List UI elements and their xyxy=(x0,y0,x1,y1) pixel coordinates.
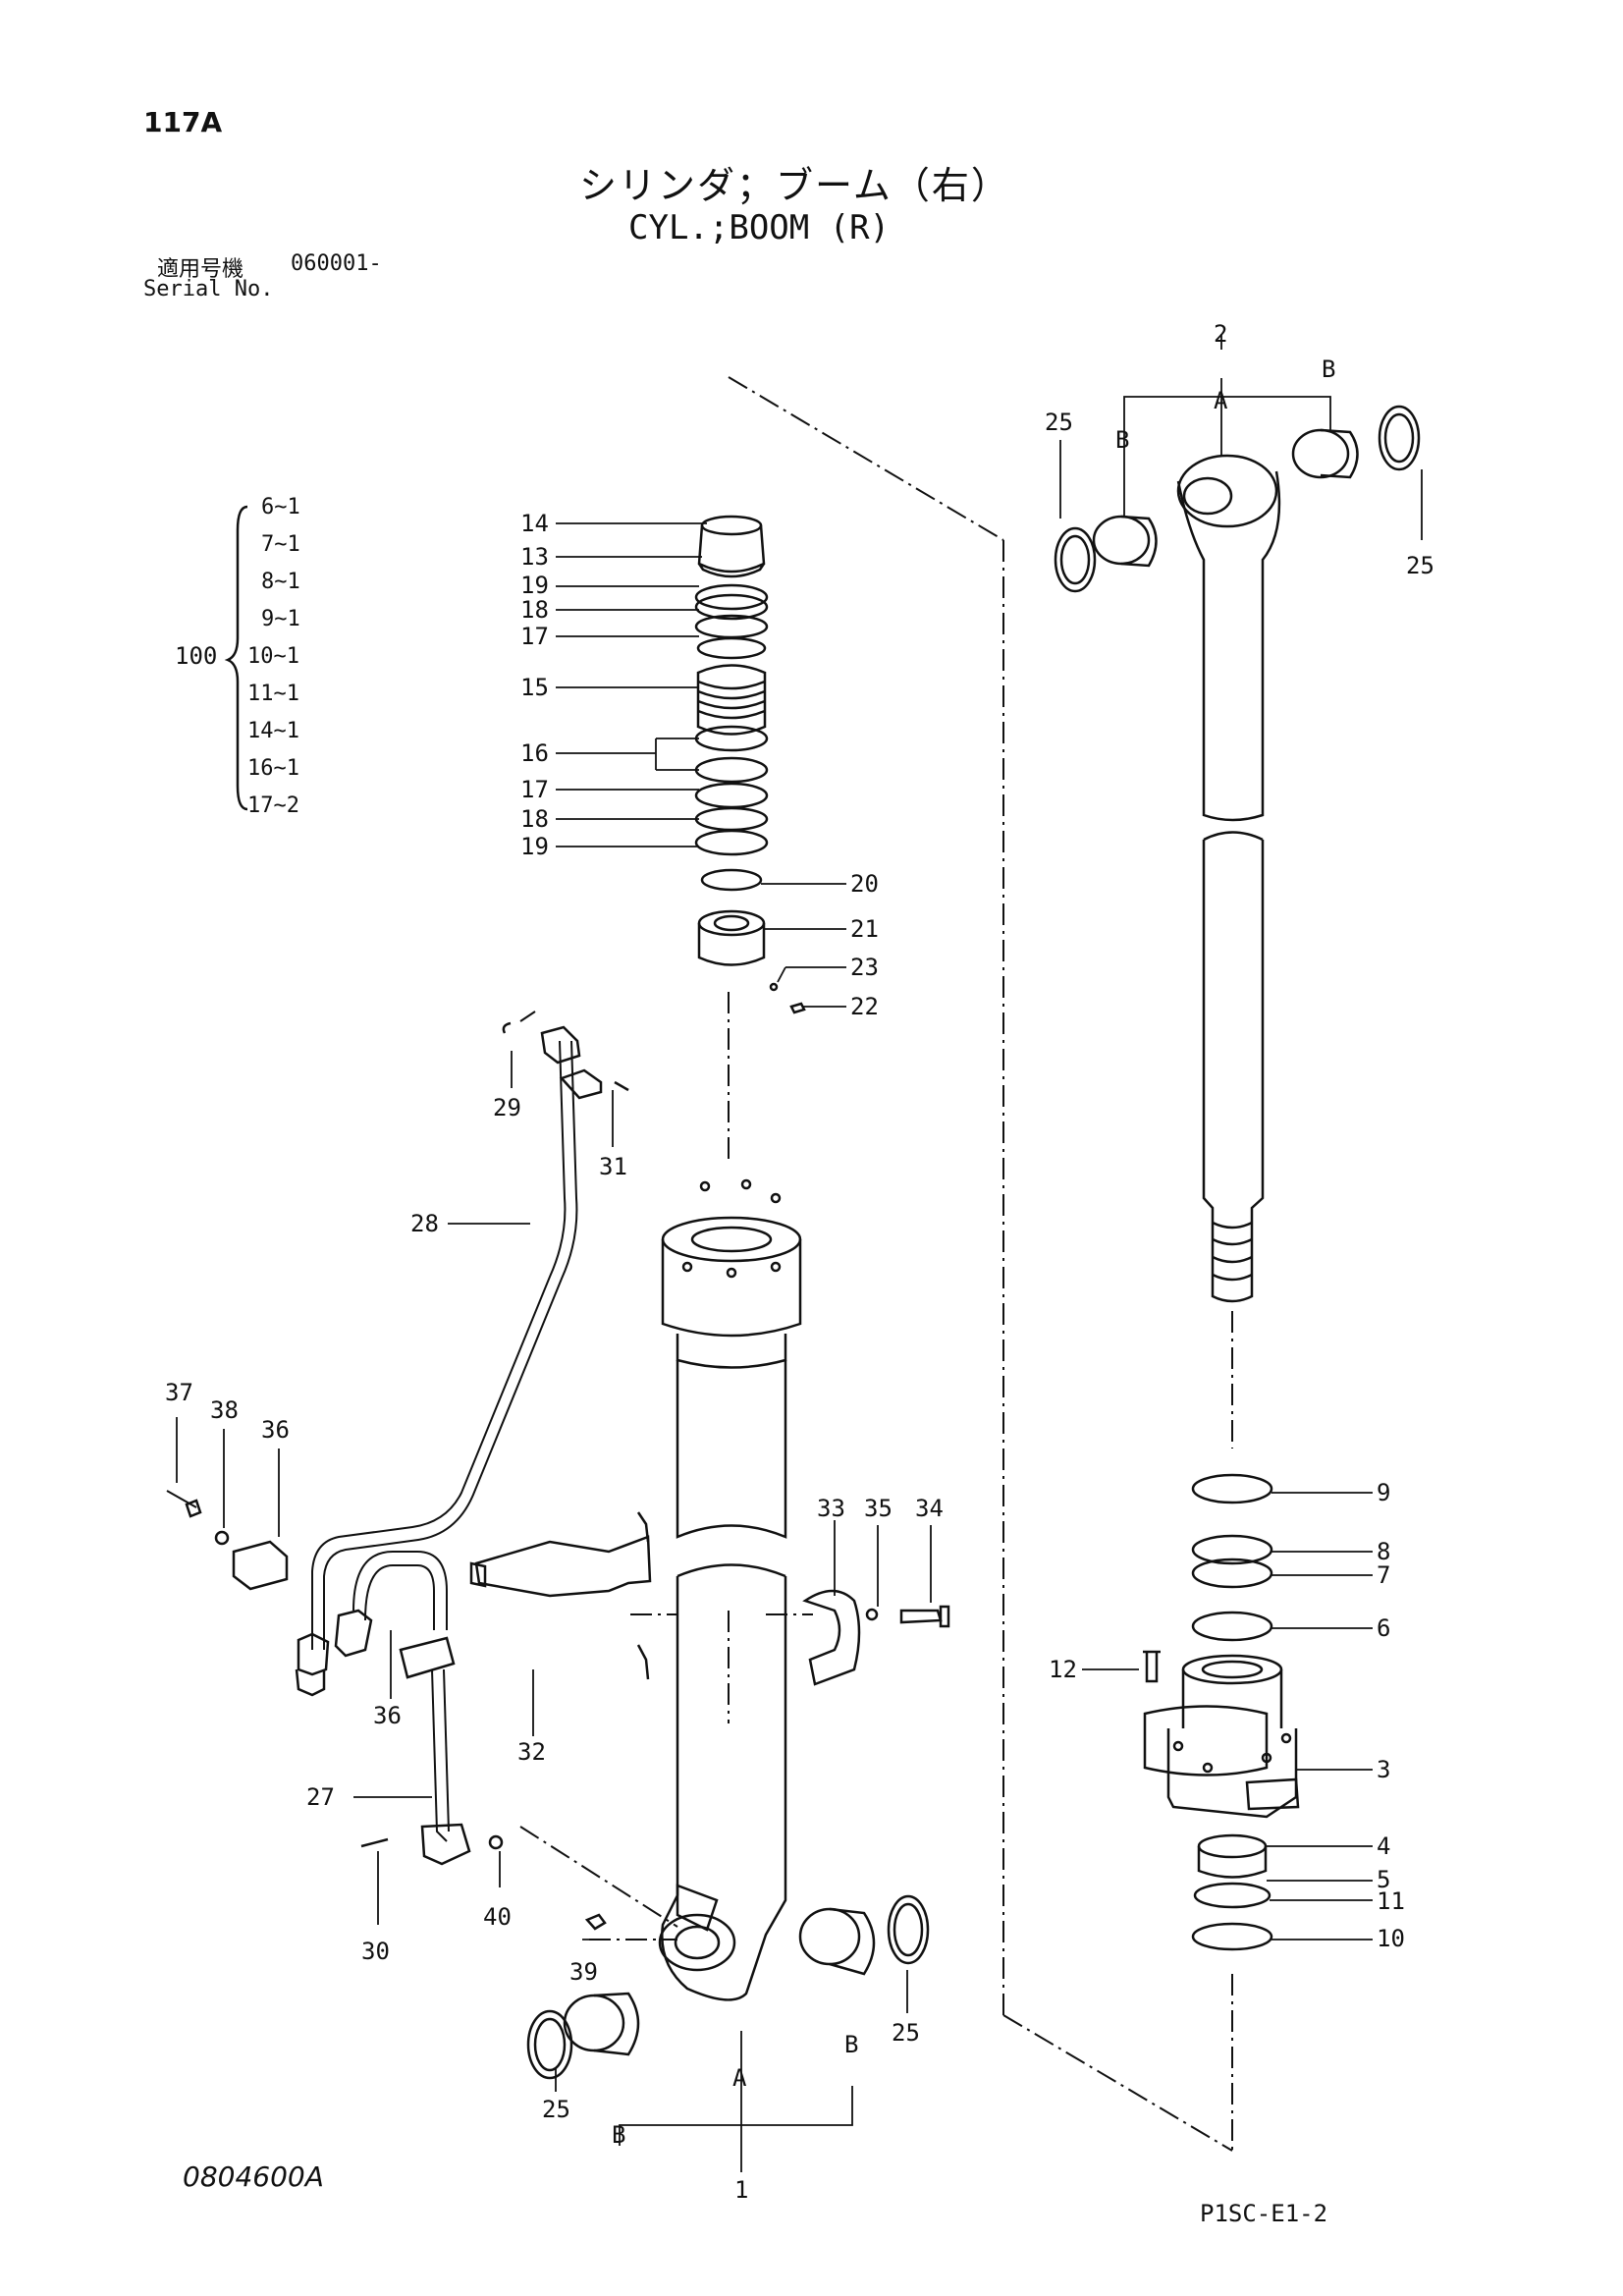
callout-25: 25 xyxy=(1045,409,1073,436)
callout-30: 30 xyxy=(361,1938,390,1965)
kit-item: 8~1 xyxy=(261,570,300,594)
callout-14: 14 xyxy=(520,510,549,537)
drawing-number: 0804600A xyxy=(183,2160,324,2193)
callout-35: 35 xyxy=(864,1495,893,1522)
callout-18: 18 xyxy=(520,596,549,624)
callout-17: 17 xyxy=(520,623,549,650)
callout-tube-B-right: B xyxy=(844,2031,858,2058)
callout-8: 8 xyxy=(1377,1538,1390,1565)
sheet-reference: P1SC-E1-2 xyxy=(1200,2200,1328,2227)
callout-rod-A: A xyxy=(1214,387,1228,414)
kit-item: 11~1 xyxy=(247,682,299,706)
callout-23: 23 xyxy=(850,954,879,981)
callout-rod-B-right: B xyxy=(1322,355,1335,383)
callout-rod-B-left: B xyxy=(1115,426,1129,454)
callout-38: 38 xyxy=(210,1396,239,1424)
piston-seal-stack xyxy=(694,515,806,1014)
kit-item: 10~1 xyxy=(247,644,299,669)
callout-33: 33 xyxy=(817,1495,845,1522)
callout-25: 25 xyxy=(542,2096,570,2123)
callout-36: 36 xyxy=(373,1702,402,1729)
kit-brace xyxy=(224,505,248,811)
piston-rod xyxy=(1054,405,1421,1303)
callout-3: 3 xyxy=(1377,1756,1390,1783)
cylinder-tube xyxy=(658,1178,802,2001)
kit-item: 17~2 xyxy=(247,793,299,818)
callout-36: 36 xyxy=(261,1416,290,1444)
callout-4: 4 xyxy=(1377,1832,1390,1860)
kit-item: 7~1 xyxy=(261,532,300,557)
callout-1: 1 xyxy=(734,2176,748,2204)
serial-value: 060001- xyxy=(291,251,382,276)
callout-18: 18 xyxy=(520,805,549,833)
page-code: 117A xyxy=(143,106,223,138)
kit-item: 6~1 xyxy=(261,495,300,519)
callout-2: 2 xyxy=(1214,320,1227,348)
callout-11: 11 xyxy=(1377,1887,1405,1915)
callout-5: 5 xyxy=(1377,1866,1390,1893)
callout-27: 27 xyxy=(306,1783,335,1811)
callout-37: 37 xyxy=(165,1379,193,1406)
title-japanese: シリンダ；ブーム（右） xyxy=(579,164,1010,207)
callout-tube-B-left: B xyxy=(612,2121,625,2149)
hydraulic-piping xyxy=(166,1021,950,1931)
callout-25: 25 xyxy=(1406,552,1434,579)
callout-10: 10 xyxy=(1377,1925,1405,1952)
callout-12: 12 xyxy=(1049,1656,1077,1683)
serial-label-en: Serial No. xyxy=(143,277,274,301)
callout-19: 19 xyxy=(520,833,549,860)
callout-29: 29 xyxy=(493,1094,521,1121)
callout-tube-A: A xyxy=(732,2064,747,2092)
kit-item: 9~1 xyxy=(261,607,300,631)
callout-25: 25 xyxy=(892,2019,920,2047)
leader-lines xyxy=(176,334,1423,2172)
callout-31: 31 xyxy=(599,1153,627,1180)
callout-32: 32 xyxy=(517,1738,546,1766)
callout-labels: 14 13 19 18 17 15 16 17 18 19 20 21 23 2… xyxy=(165,320,1434,2204)
kit-number: 100 xyxy=(175,642,218,670)
callout-19: 19 xyxy=(520,572,549,599)
callout-39: 39 xyxy=(569,1958,598,1986)
tube-end-bushings xyxy=(526,1894,930,2080)
title-english: CYL.;BOOM (R) xyxy=(628,208,891,247)
callout-9: 9 xyxy=(1377,1479,1390,1506)
callout-34: 34 xyxy=(915,1495,944,1522)
serial-label-jp: 適用号機 xyxy=(157,257,244,282)
callout-17: 17 xyxy=(520,776,549,803)
callout-13: 13 xyxy=(520,543,549,571)
kit-item: 16~1 xyxy=(247,756,299,781)
callout-22: 22 xyxy=(850,993,879,1020)
cylinder-head-stack xyxy=(1143,1473,1300,1951)
alignment-lines xyxy=(519,376,1233,2152)
callout-7: 7 xyxy=(1377,1561,1390,1589)
callout-28: 28 xyxy=(410,1210,439,1237)
callout-6: 6 xyxy=(1377,1614,1390,1642)
kit-item: 14~1 xyxy=(247,719,299,743)
callout-40: 40 xyxy=(483,1903,512,1931)
callout-15: 15 xyxy=(520,674,549,701)
callout-16: 16 xyxy=(520,739,549,767)
callout-21: 21 xyxy=(850,915,879,943)
callout-20: 20 xyxy=(850,870,879,898)
